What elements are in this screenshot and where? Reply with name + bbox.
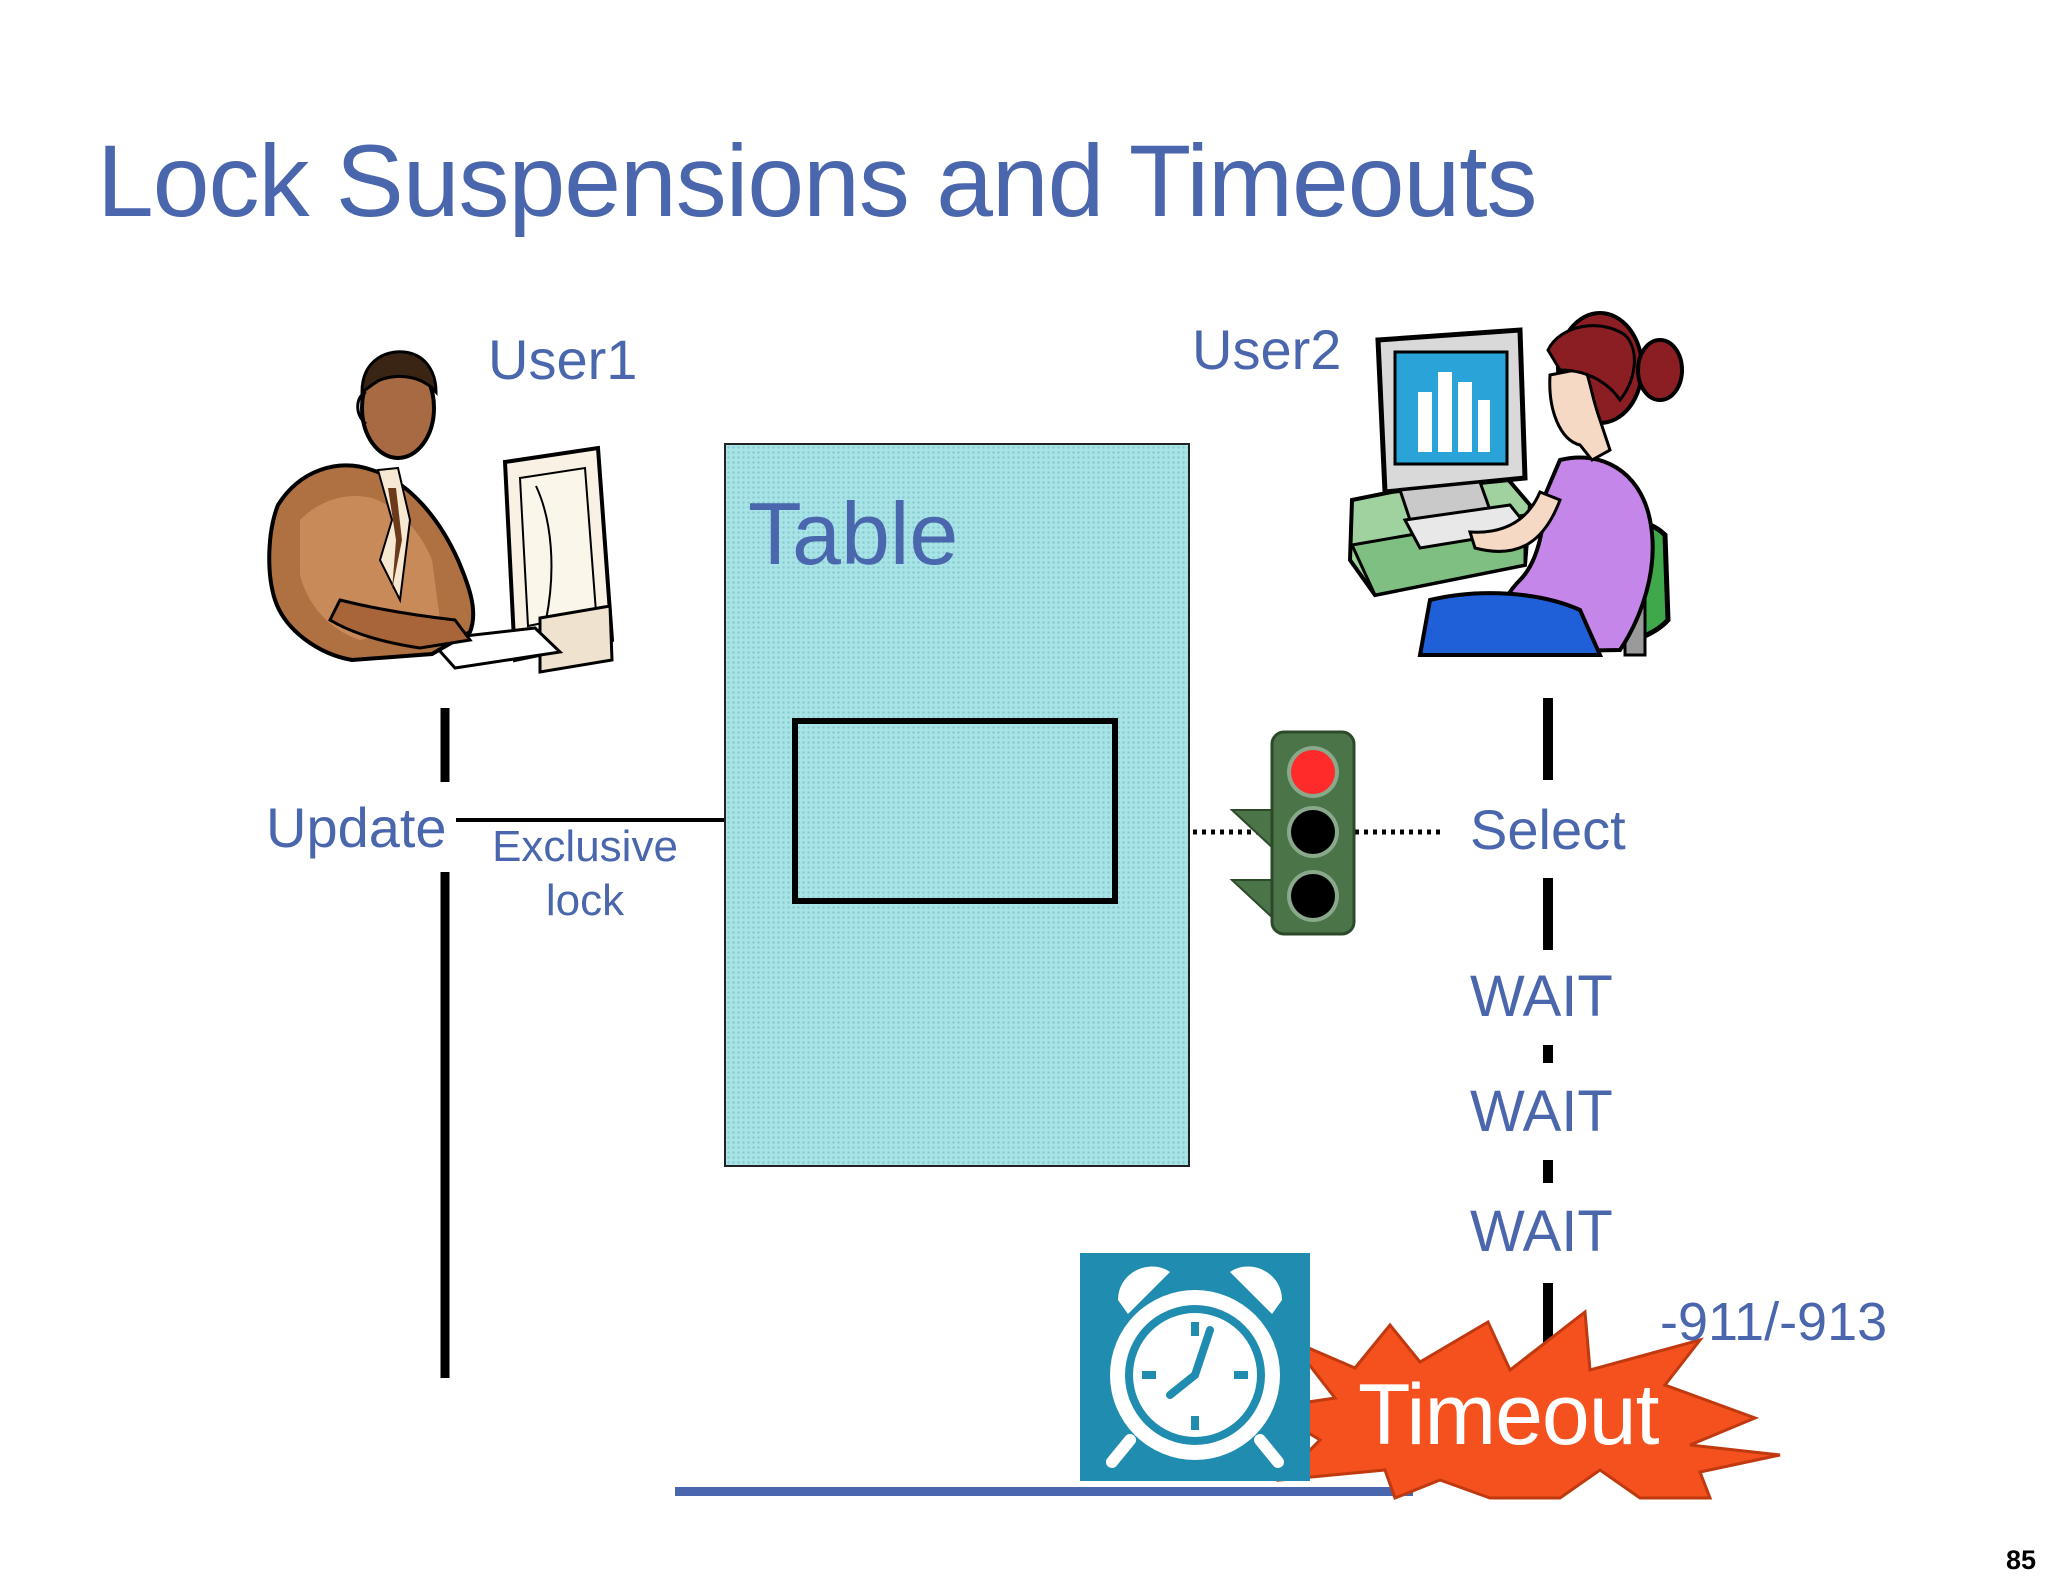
businessman-at-computer-icon (267, 350, 615, 674)
exclusive-lock-label: Exclusive lock (485, 820, 685, 928)
woman-at-computer-icon (1347, 311, 1684, 657)
exclusive-lock-line1: Exclusive (492, 822, 678, 871)
select-label: Select (1470, 798, 1626, 861)
exclusive-lock-line2: lock (545, 876, 625, 926)
user2-label: User2 (1192, 318, 1342, 381)
wait-label: WAIT (1470, 1199, 1613, 1264)
traffic-light-icon (1229, 730, 1356, 936)
slide-underline-bar (675, 1487, 1413, 1496)
timeout-label: Timeout (1358, 1367, 1659, 1463)
wait-label: WAIT (1470, 964, 1613, 1029)
table-label: Table (748, 484, 959, 583)
wait-label: WAIT (1470, 1079, 1613, 1144)
explosion-burst-icon (1263, 1309, 1781, 1500)
user1-label: User1 (488, 328, 638, 391)
slide-title: Lock Suspensions and Timeouts (97, 124, 1538, 238)
alarm-clock-icon (1080, 1253, 1310, 1481)
error-code-label: -911/-913 (1660, 1292, 1888, 1352)
page-number: 85 (2005, 1545, 2036, 1575)
update-label: Update (266, 796, 447, 859)
locked-row-box (792, 718, 1118, 904)
